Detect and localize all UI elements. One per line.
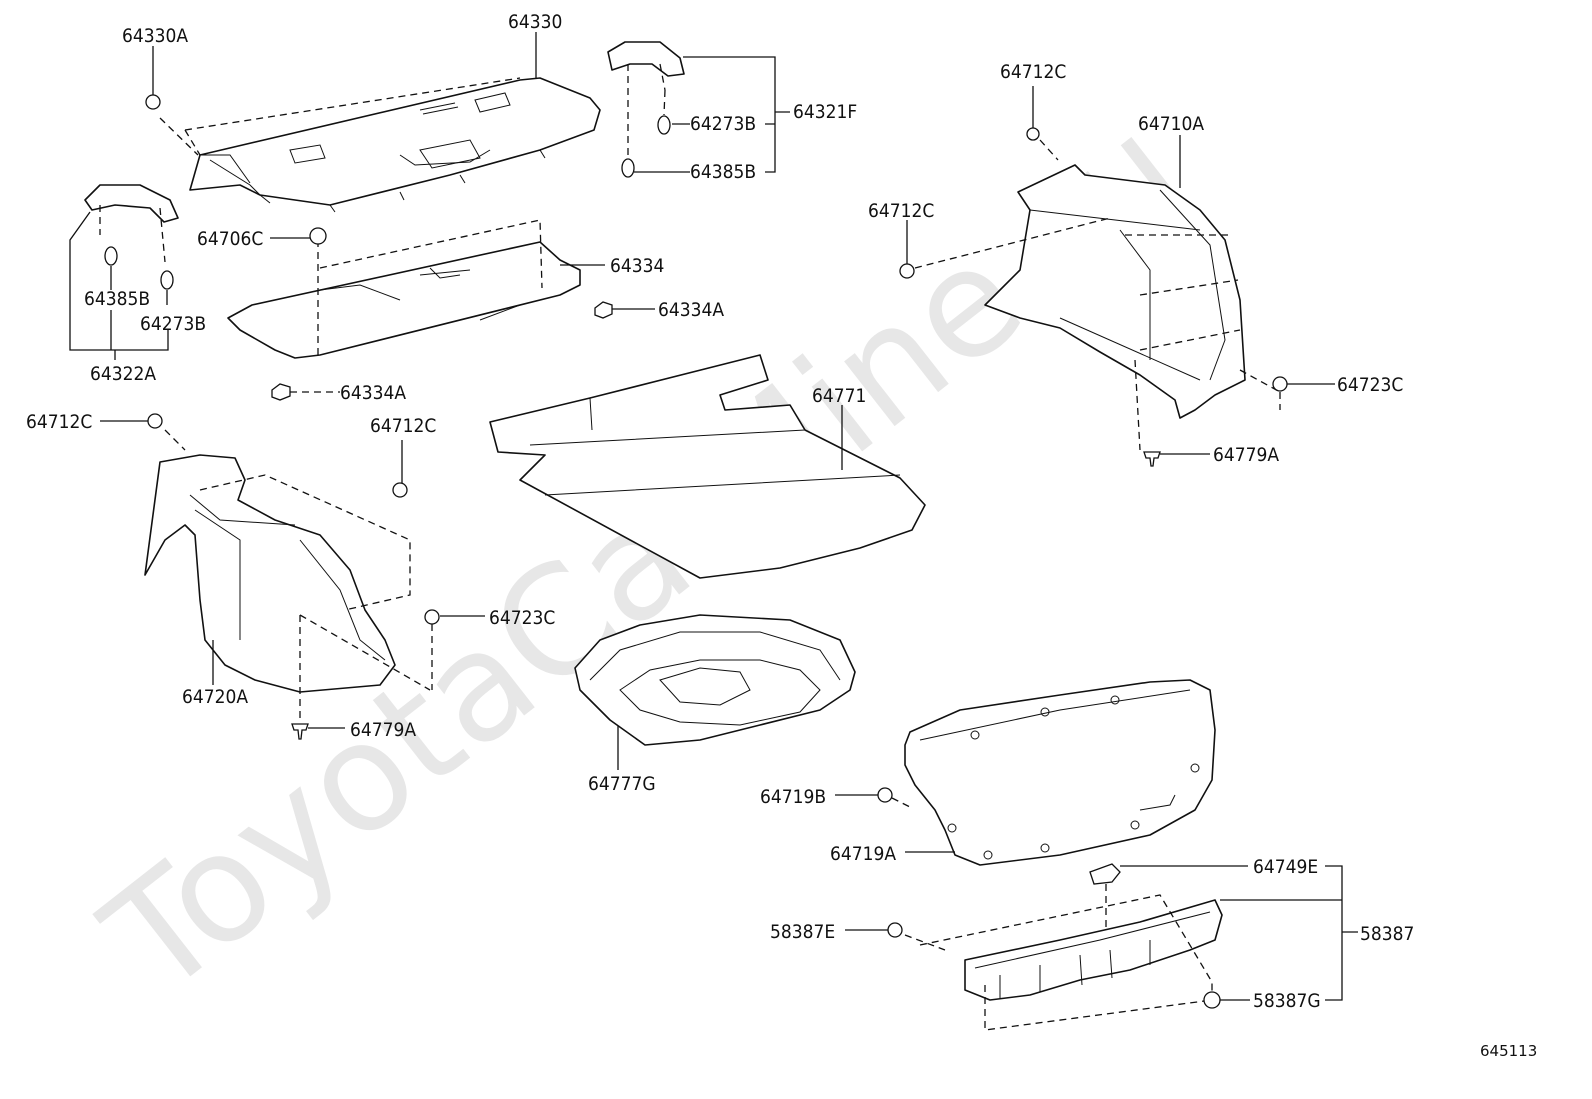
label-64712C-right-upper: 64712C xyxy=(1000,61,1066,83)
label-64273B-left: 64273B xyxy=(140,313,206,335)
floor-board-guide-dash xyxy=(317,219,543,355)
leader-64322A-bracket xyxy=(69,211,169,360)
dash-64719B xyxy=(891,797,913,809)
clip-64712C-right-lower xyxy=(899,263,915,279)
tool-tray-64777G xyxy=(574,614,856,746)
clip-64385B-top xyxy=(621,158,635,178)
label-64334A-right: 64334A xyxy=(658,299,724,321)
bracket-64322A xyxy=(84,184,179,263)
clip-64749E xyxy=(1089,863,1121,885)
clip-64712C-right-upper xyxy=(1026,127,1040,141)
label-64712C-left-upper: 64712C xyxy=(26,411,92,433)
clip-58387E xyxy=(887,922,903,938)
trunk-lid-trim-64719A xyxy=(904,679,1216,866)
label-64334: 64334 xyxy=(610,255,664,277)
package-tray-trim xyxy=(189,77,601,213)
label-64712C-left-lower: 64712C xyxy=(370,415,436,437)
label-64330A: 64330A xyxy=(122,25,188,47)
pad-64334A-right xyxy=(594,301,613,319)
clip-64273B-top xyxy=(657,115,671,135)
clip-64712C-left-upper xyxy=(147,413,163,429)
label-64385B-top: 64385B xyxy=(690,161,756,183)
clip-64385B-left xyxy=(104,246,118,266)
label-58387: 58387 xyxy=(1360,923,1414,945)
label-64330: 64330 xyxy=(508,11,562,33)
label-64723C-left: 64723C xyxy=(489,607,555,629)
clip-64779A-right xyxy=(1143,451,1161,467)
sill-plate-58387 xyxy=(964,899,1223,1001)
label-64720A: 64720A xyxy=(182,686,248,708)
floor-board-64334 xyxy=(227,241,581,359)
label-64779A-right: 64779A xyxy=(1213,444,1279,466)
left-trim-guide-dash xyxy=(164,429,431,718)
dash-64723C-right xyxy=(1239,369,1281,410)
label-64710A: 64710A xyxy=(1138,113,1204,135)
label-64321F: 64321F xyxy=(793,101,857,123)
label-64273B-top: 64273B xyxy=(690,113,756,135)
label-64719B: 64719B xyxy=(760,786,826,808)
pad-64334A-left xyxy=(271,383,291,401)
clip-64706C xyxy=(309,227,327,245)
clip-64712C-left-lower xyxy=(392,482,408,498)
label-64719A: 64719A xyxy=(830,843,896,865)
bracket-dash-to-clips xyxy=(627,89,666,158)
label-64706C: 64706C xyxy=(197,228,263,250)
label-64771: 64771 xyxy=(812,385,866,407)
label-64749E: 64749E xyxy=(1253,856,1318,878)
clip-58387G xyxy=(1203,991,1221,1009)
label-64723C-right: 64723C xyxy=(1337,374,1403,396)
bracket-64321F xyxy=(607,41,685,100)
clip-64779A-left xyxy=(291,723,309,740)
label-64334A-left: 64334A xyxy=(340,382,406,404)
label-64777G: 64777G xyxy=(588,773,656,795)
clip-64719B xyxy=(877,787,893,803)
clip-64723C-left xyxy=(424,609,440,625)
right-side-trim-64710A xyxy=(984,164,1246,419)
left-side-trim-64720A xyxy=(144,454,396,693)
label-58387E: 58387E xyxy=(770,921,835,943)
label-58387G: 58387G xyxy=(1253,990,1321,1012)
label-64322A: 64322A xyxy=(90,363,156,385)
leader-64321F-bracket xyxy=(634,56,790,173)
figure-code: 645113 xyxy=(1480,1042,1537,1060)
label-64712C-right-lower: 64712C xyxy=(868,200,934,222)
label-64779A-left: 64779A xyxy=(350,719,416,741)
clip-64330A xyxy=(145,46,161,110)
clip-64273B-left xyxy=(160,270,174,290)
label-64385B-left: 64385B xyxy=(84,288,150,310)
leader-58387-bracket xyxy=(1220,865,1358,1001)
trunk-mat-64771 xyxy=(489,354,926,579)
tray-guide-dash xyxy=(159,77,521,156)
sill-plate-guide-dash xyxy=(904,894,1213,1031)
right-trim-guide-dash xyxy=(914,139,1241,451)
